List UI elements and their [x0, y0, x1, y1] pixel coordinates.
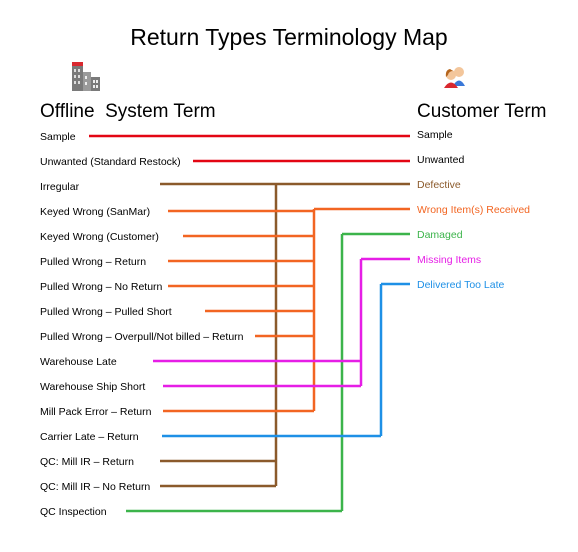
system-term-label: QC: Mill IR – No Return [40, 481, 150, 493]
right-column-header: Customer Term [417, 101, 547, 122]
system-term-label: Irregular [40, 181, 80, 193]
customer-term-label: Defective [417, 179, 461, 191]
office-building-icon [72, 62, 100, 91]
system-term-label: Pulled Wrong – Overpull/Not billed – Ret… [40, 331, 244, 343]
customer-term-label: Delivered Too Late [417, 279, 505, 291]
customer-term-label: Sample [417, 129, 453, 141]
system-term-label: Pulled Wrong – Pulled Short [40, 306, 172, 318]
system-term-label: Keyed Wrong (Customer) [40, 231, 159, 243]
left-column-header: Offline System Term [40, 101, 216, 122]
system-term-label: Pulled Wrong – Return [40, 256, 146, 268]
customer-term-label: Wrong Item(s) Received [417, 204, 530, 216]
system-term-label: Warehouse Ship Short [40, 381, 145, 393]
customer-term-label: Unwanted [417, 154, 464, 166]
customer-term-label: Damaged [417, 229, 463, 241]
system-term-label: Unwanted (Standard Restock) [40, 156, 181, 168]
mapping-lines [89, 134, 410, 513]
customer-people-icon [444, 67, 465, 88]
system-term-label: Pulled Wrong – No Return [40, 281, 163, 293]
page-title: Return Types Terminology Map [130, 24, 447, 50]
system-term-label: Warehouse Late [40, 356, 117, 368]
system-term-label: Carrier Late – Return [40, 431, 139, 443]
customer-term-label: Missing Items [417, 254, 481, 266]
system-term-label: QC Inspection [40, 506, 107, 518]
system-term-label: Keyed Wrong (SanMar) [40, 206, 150, 218]
system-term-label: QC: Mill IR – Return [40, 456, 134, 468]
system-term-label: Sample [40, 131, 76, 143]
system-term-label: Mill Pack Error – Return [40, 406, 152, 418]
